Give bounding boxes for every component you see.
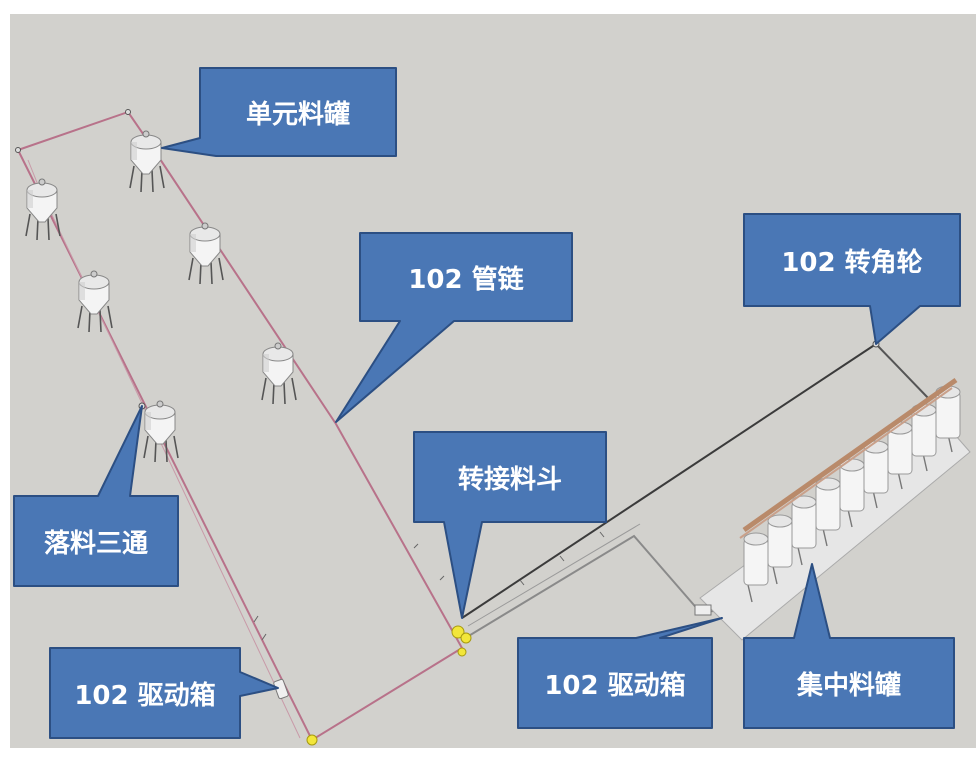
return-line-top	[461, 343, 877, 619]
unit-silo	[129, 130, 165, 193]
hopper-icon	[451, 625, 465, 639]
unit-silo	[188, 222, 224, 285]
drive-box-icon	[273, 678, 289, 700]
return-line-corner	[875, 343, 931, 401]
callout-shape-transfer-hopper	[413, 431, 607, 619]
callout-shape-unit-silo	[161, 67, 397, 157]
callout-shape-discharge-tee	[13, 405, 179, 587]
central-silo	[743, 385, 961, 586]
unit-silo	[261, 342, 297, 405]
corner-node-top	[125, 109, 131, 115]
hopper-icon-small	[460, 632, 472, 644]
drive-box-icon	[694, 604, 712, 616]
central-silo-top-rail	[739, 377, 958, 539]
callout-shape-drive-box-right	[517, 617, 723, 729]
callout-shape-drive-box-left	[49, 647, 279, 739]
unit-silo	[25, 178, 61, 241]
pipe-ticks	[253, 531, 605, 641]
unit-silo	[77, 270, 113, 333]
callout-shape-pipe-chain	[335, 232, 573, 423]
corner-node-left	[15, 147, 21, 153]
rail-line	[467, 523, 641, 627]
callout-shape-central-silo	[743, 563, 955, 729]
callout-shape-corner-wheel	[743, 213, 961, 345]
drive-box-left-connector	[306, 734, 318, 746]
unit-silo	[143, 400, 179, 463]
hopper-base	[457, 647, 467, 657]
